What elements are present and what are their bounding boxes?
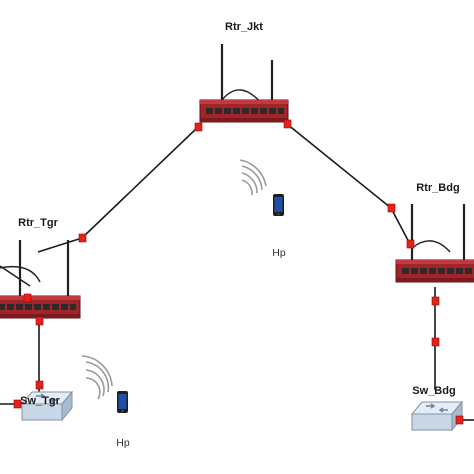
interface-port[interactable] bbox=[431, 296, 440, 306]
antenna-icon bbox=[0, 240, 70, 296]
router-label: Rtr_Tgr bbox=[18, 217, 58, 229]
phone-label: Hp bbox=[116, 437, 130, 449]
interface-port[interactable] bbox=[431, 337, 440, 347]
interface-port[interactable] bbox=[35, 380, 44, 390]
switch-sw-bdg[interactable]: Sw_Bdg bbox=[411, 385, 463, 431]
router-icon bbox=[395, 259, 474, 283]
phone-label: Hp bbox=[272, 247, 286, 259]
link-rtr-tgr-left bbox=[0, 265, 31, 287]
interface-port[interactable] bbox=[283, 119, 292, 129]
interface-port[interactable] bbox=[194, 122, 203, 132]
interface-port[interactable] bbox=[35, 316, 44, 326]
router-label: Rtr_Bdg bbox=[416, 182, 459, 194]
switch-icon bbox=[411, 401, 463, 431]
interface-port[interactable] bbox=[13, 399, 22, 409]
interface-port[interactable] bbox=[387, 203, 396, 213]
link-rtr-jkt-rtr-bdg bbox=[286, 123, 412, 247]
switch-sw-tgr[interactable]: Sw_Tgr bbox=[20, 391, 73, 421]
phone-hp-2[interactable]: Hp bbox=[81, 355, 130, 449]
router-icon bbox=[199, 99, 289, 123]
interface-port[interactable] bbox=[78, 233, 87, 243]
antenna-icon bbox=[410, 204, 466, 260]
switch-label: Sw_Tgr bbox=[20, 395, 60, 407]
router-rtr-jkt[interactable]: Rtr_Jkt bbox=[199, 21, 289, 123]
wifi-signal-icon bbox=[239, 159, 267, 196]
switch-label: Sw_Bdg bbox=[412, 385, 455, 397]
router-rtr-tgr[interactable]: Rtr_Tgr bbox=[0, 217, 81, 319]
link-rtr-jkt-rtr-tgr bbox=[37, 126, 199, 253]
router-rtr-bdg[interactable]: Rtr_Bdg bbox=[395, 182, 474, 283]
interface-port[interactable] bbox=[406, 239, 415, 249]
smartphone-icon bbox=[273, 194, 284, 216]
smartphone-icon bbox=[117, 391, 128, 413]
router-icon bbox=[0, 295, 81, 319]
phone-hp-1[interactable]: Hp bbox=[239, 159, 286, 259]
router-label: Rtr_Jkt bbox=[225, 21, 263, 33]
antenna-icon bbox=[220, 44, 274, 105]
interface-port[interactable] bbox=[455, 415, 464, 425]
interface-port[interactable] bbox=[23, 293, 32, 303]
wifi-signal-icon bbox=[81, 355, 113, 400]
